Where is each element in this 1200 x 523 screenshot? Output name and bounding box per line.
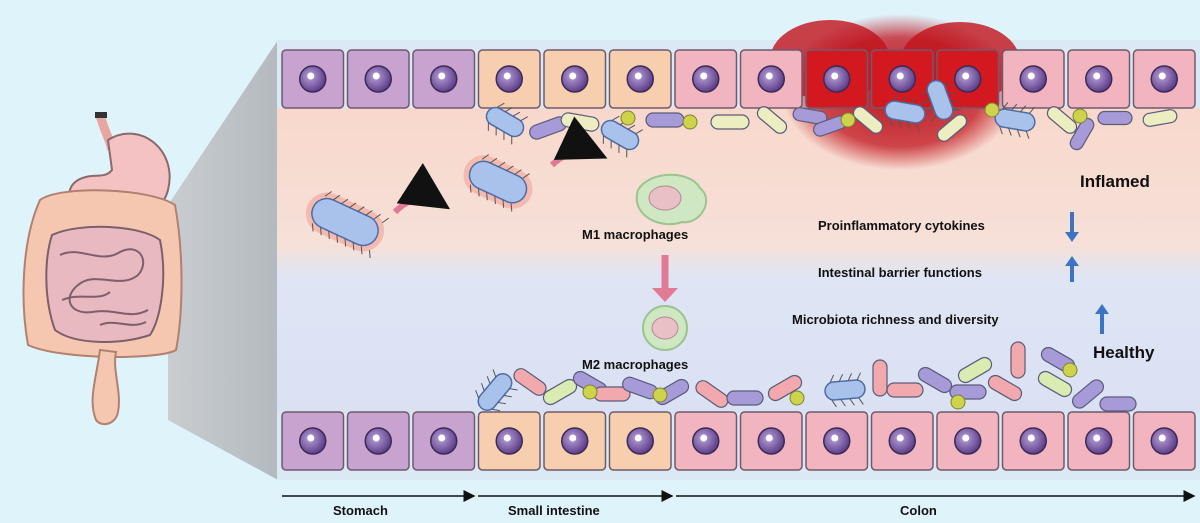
m2-macrophages-label: M2 macrophages <box>582 357 689 372</box>
epithelial-cell <box>543 49 607 109</box>
epithelial-cell <box>739 49 803 109</box>
bacterium-icon <box>645 112 685 128</box>
coccus-icon <box>789 390 805 406</box>
epithelial-cell <box>477 49 541 109</box>
bacterium-icon <box>1071 379 1105 409</box>
epithelial-cell <box>477 411 541 471</box>
effect-label-barrier: Intestinal barrier functions <box>818 265 982 280</box>
coccus-icon <box>1072 108 1088 124</box>
epithelial-cell <box>281 411 345 471</box>
coccus-icon <box>620 110 636 126</box>
epithelial-cell <box>412 411 476 471</box>
pathogen-bacterium-icon <box>600 115 643 158</box>
pathogen-bacterium-icon <box>921 79 961 122</box>
epithelial-cell <box>1001 411 1065 471</box>
region-label-small-intestine: Small intestine <box>508 503 600 518</box>
arrow-up-icon <box>1065 256 1079 282</box>
coccus-icon <box>1062 362 1078 378</box>
pathogen-bacterium-icon <box>305 191 390 259</box>
bacterium-icon <box>886 382 924 398</box>
coccus-icon <box>950 394 966 410</box>
zoom-funnel <box>168 40 278 480</box>
bacterium-icon <box>756 106 788 134</box>
bacterium-icon <box>1069 117 1095 151</box>
coccus-icon <box>682 114 698 130</box>
effect-label-microbiota: Microbiota richness and diversity <box>792 312 999 327</box>
bacterium-icon <box>710 114 750 130</box>
bacterium-icon <box>1097 110 1133 126</box>
bacterium-icon <box>767 374 803 402</box>
digestive-tract-icon <box>22 112 183 426</box>
epithelial-cell <box>1132 49 1196 109</box>
bacterium-icon <box>1099 396 1137 412</box>
bacterium-icon <box>936 114 968 142</box>
bacterium-icon <box>792 107 828 125</box>
bacterium-icon <box>513 368 547 396</box>
lumen <box>277 108 1200 413</box>
bacterium-icon <box>957 356 993 384</box>
region-label-stomach: Stomach <box>333 503 388 518</box>
coccus-icon <box>984 102 1000 118</box>
epithelial-cell <box>870 411 934 471</box>
m1-to-m2-arrow <box>652 255 678 302</box>
epithelial-cell <box>346 49 410 109</box>
bacterium-icon <box>1046 106 1078 134</box>
epithelial-cell <box>1001 49 1065 109</box>
epithelial-cell <box>1132 411 1196 471</box>
region-label-colon: Colon <box>900 503 937 518</box>
pathogen-bacterium-icon <box>994 102 1036 139</box>
epithelial-cell <box>870 49 934 109</box>
arrow-up-icon <box>1095 304 1109 334</box>
healthy-label: Healthy <box>1093 343 1155 362</box>
bacterium-icon <box>1010 341 1026 379</box>
m1-macrophages-label: M1 macrophages <box>582 227 689 242</box>
bacterium-icon <box>1037 370 1073 398</box>
m1-macrophage-icon <box>635 173 707 226</box>
bacterium-icon <box>987 374 1023 402</box>
epithelial-cell <box>674 411 738 471</box>
epithelial-cell <box>674 49 738 109</box>
epithelial-cell <box>739 411 803 471</box>
pathogen-bacterium-icon <box>884 94 926 131</box>
epithelial-cell <box>281 49 345 109</box>
epithelial-cell <box>543 411 607 471</box>
epithelial-cell <box>1067 411 1131 471</box>
bacterium-icon <box>852 106 884 134</box>
epithelial-cell <box>412 49 476 109</box>
bacterium-icon <box>695 380 729 408</box>
bacterium-icon <box>872 359 888 397</box>
coccus-icon <box>582 384 598 400</box>
epithelial-cell <box>608 411 672 471</box>
epithelial-cell <box>1067 49 1131 109</box>
pathogen-bacterium-icon <box>485 102 528 145</box>
epithelial-cell <box>936 411 1000 471</box>
m2-macrophage-icon <box>642 305 688 351</box>
epithelial-cell <box>805 49 869 109</box>
pathogen-bacterium-icon <box>475 369 518 412</box>
epithelial-cell <box>346 411 410 471</box>
arrow-down-icon <box>1065 212 1079 242</box>
pathogen-bacterium-icon <box>824 372 866 408</box>
bacterium-icon <box>726 390 764 406</box>
pathogen-bacterium-icon <box>463 154 533 212</box>
effect-label-cytokines: Proinflammatory cytokines <box>818 218 985 233</box>
bacterium-icon <box>1142 109 1178 127</box>
coccus-icon <box>840 112 856 128</box>
inflamed-label: Inflamed <box>1080 172 1150 191</box>
epithelial-cell <box>805 411 869 471</box>
epithelial-cell <box>608 49 672 109</box>
coccus-icon <box>652 387 668 403</box>
